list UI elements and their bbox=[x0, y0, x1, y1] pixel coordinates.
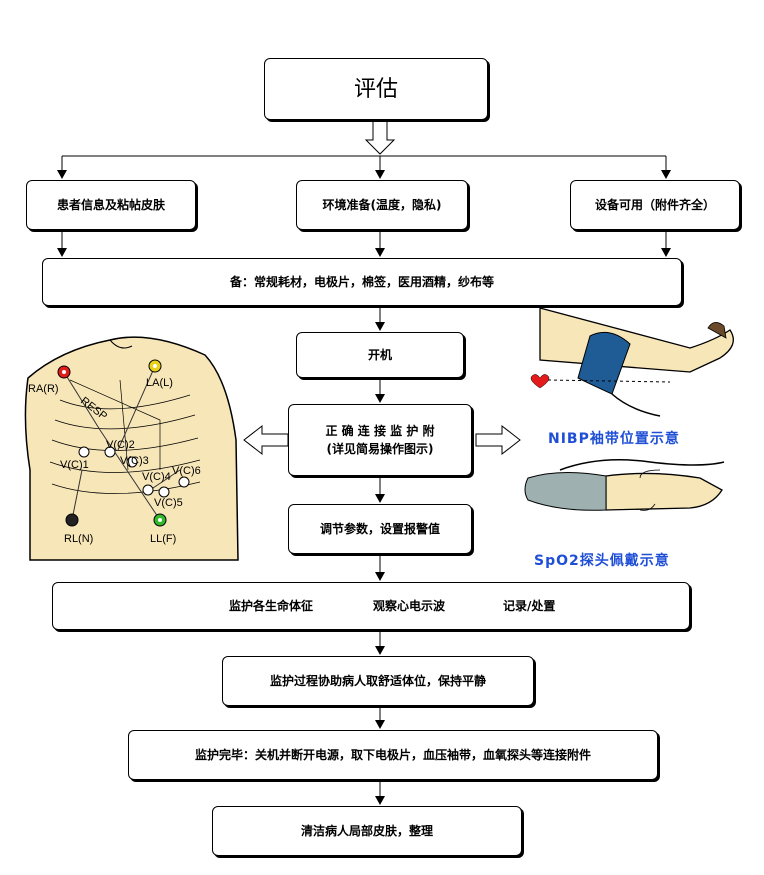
ra-label: RA(R) bbox=[28, 383, 59, 395]
environment-box: 环境准备(温度，隐私) bbox=[296, 180, 468, 230]
adjust-label: 调节参数，设置报警值 bbox=[319, 522, 440, 536]
finish-box: 监护完毕：关机并断开电源，取下电极片，血压袖带，血氧探头等连接附件 bbox=[128, 730, 658, 780]
v6-electrode bbox=[178, 476, 190, 488]
hollow-right-arrow bbox=[475, 424, 521, 456]
monitor-step1: 监护各生命体征 bbox=[229, 599, 314, 613]
v2-electrode bbox=[104, 446, 116, 458]
v5-label: V(C)5 bbox=[154, 497, 183, 509]
v1-electrode bbox=[78, 446, 90, 458]
spo2-probe bbox=[524, 471, 607, 511]
assess-box: 评估 bbox=[264, 58, 488, 120]
hollow-left-arrow bbox=[243, 424, 289, 456]
environment-label: 环境准备(温度，隐私) bbox=[322, 198, 442, 212]
v5-electrode bbox=[158, 486, 170, 498]
v4-label: V(C)4 bbox=[142, 471, 171, 483]
patient-info-label: 患者信息及粘帖皮肤 bbox=[56, 198, 165, 212]
assist-label: 监护过程协助病人取舒适体位，保持平静 bbox=[269, 674, 486, 688]
la-label: LA(L) bbox=[146, 377, 173, 389]
spo2-caption: SpO2探头佩戴示意 bbox=[534, 553, 670, 569]
clean-label: 清洁病人局部皮肤，整理 bbox=[300, 824, 433, 838]
v1-label: V(C)1 bbox=[60, 459, 89, 471]
rl-label: RL(N) bbox=[64, 533, 93, 545]
power-on-label: 开机 bbox=[367, 348, 392, 362]
torso-skin bbox=[24, 336, 239, 561]
equipment-box: 设备可用（附件齐全） bbox=[570, 180, 740, 230]
monitor-step2: 观察心电示波 bbox=[373, 599, 446, 613]
equipment-label: 设备可用（附件齐全） bbox=[594, 198, 715, 212]
prepare-label: 备：常规耗材，电极片，棉签，医用酒精，纱布等 bbox=[229, 275, 494, 289]
rl-electrode bbox=[65, 513, 79, 527]
assist-box: 监护过程协助病人取舒适体位，保持平静 bbox=[222, 656, 534, 706]
heart-icon bbox=[530, 374, 550, 389]
v4-electrode bbox=[142, 484, 154, 496]
connect-box: 正 确 连 接 监 护 附 (详见简易操作图示) bbox=[288, 404, 472, 476]
spo2-finger-illustration bbox=[524, 459, 725, 511]
prepare-box: 备：常规耗材，电极片，棉签，医用酒精，纱布等 bbox=[42, 258, 682, 306]
assess-label: 评估 bbox=[353, 76, 398, 102]
nibp-caption: NIBP袖带位置示意 bbox=[548, 431, 680, 447]
finish-label: 监护完毕：关机并断开电源，取下电极片，血压袖带，血氧探头等连接附件 bbox=[194, 748, 591, 762]
v6-label: V(C)6 bbox=[172, 465, 201, 477]
patient-info-box: 患者信息及粘帖皮肤 bbox=[26, 180, 196, 230]
adjust-box: 调节参数，设置报警值 bbox=[288, 504, 472, 554]
hollow-down-arrow bbox=[364, 120, 396, 155]
monitor-box: 监护各生命体征 观察心电示波 记录/处置 bbox=[52, 582, 690, 630]
v3-label: V(C)3 bbox=[120, 455, 149, 467]
power-on-box: 开机 bbox=[296, 332, 464, 378]
monitor-step3: 记录/处置 bbox=[503, 599, 556, 613]
connect-label-line1: 正 确 连 接 监 护 附 bbox=[325, 424, 435, 438]
ecg-torso-illustration: RA(R) LA(L) RL(N) LL(F) RESP V(C)1 V(C)2… bbox=[24, 336, 239, 561]
branch-connector bbox=[57, 155, 671, 805]
v3-electrode bbox=[126, 456, 138, 468]
v2-label: V(C)2 bbox=[106, 439, 135, 451]
ll-label: LL(F) bbox=[150, 533, 176, 545]
connect-label-line2: (详见简易操作图示) bbox=[326, 442, 434, 456]
clean-box: 清洁病人局部皮肤，整理 bbox=[212, 806, 522, 856]
nibp-arm-illustration bbox=[530, 307, 734, 417]
